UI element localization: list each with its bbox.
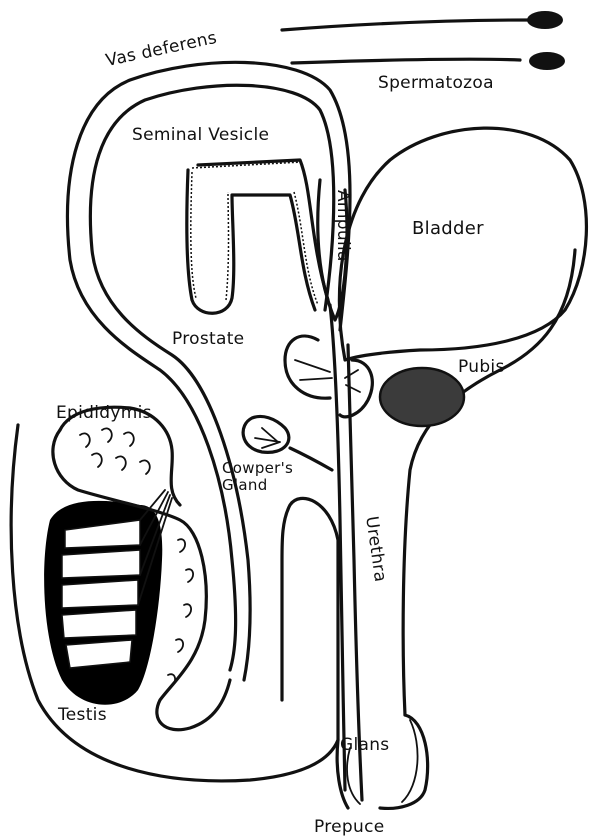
spermatozoa-label: Spermatozoa [378, 74, 494, 92]
pubis-bone [380, 368, 464, 426]
ampulla-label: Ampulla [334, 190, 352, 262]
penis-outline [403, 250, 575, 715]
glans-label: Glans [340, 736, 389, 754]
cowpers-gland-label: Cowper's Gland [222, 460, 293, 494]
bladder-label: Bladder [412, 220, 484, 238]
prostate-label: Prostate [172, 330, 244, 348]
epididymis-label: Epididymis [56, 404, 152, 422]
pubis-label: Pubis [458, 358, 505, 376]
testis-label: Testis [58, 706, 107, 724]
testis-lobules [62, 520, 140, 668]
prostate-gland [285, 336, 372, 417]
cowpers-gland-lines [255, 428, 280, 448]
seminal-vesicle-outer [187, 170, 315, 313]
seminal-vesicle-inner [198, 160, 328, 300]
bladder-outline [339, 128, 586, 360]
seminal-vesicle-label: Seminal Vesicle [132, 126, 269, 144]
prepuce-label: Prepuce [314, 818, 385, 836]
spermatozoa-illustration [282, 11, 565, 70]
